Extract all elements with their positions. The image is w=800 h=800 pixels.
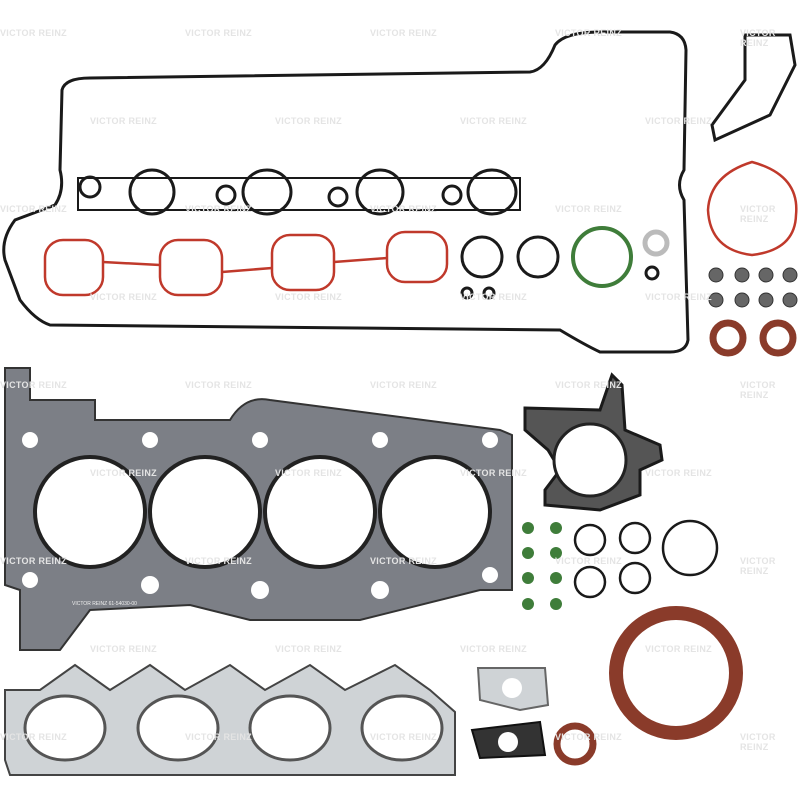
green-oring [571, 226, 633, 288]
exhaust-manifold-gasket [4, 663, 456, 776]
cylinder-bores [33, 455, 492, 569]
rear-main-seal [609, 606, 743, 740]
intake-manifold-gasket [43, 230, 449, 297]
head-gasket-label: VICTOR REINZ 61-54030-00 [72, 601, 137, 607]
plug-seals [77, 168, 521, 216]
valve-cover-gasket [2, 30, 690, 354]
